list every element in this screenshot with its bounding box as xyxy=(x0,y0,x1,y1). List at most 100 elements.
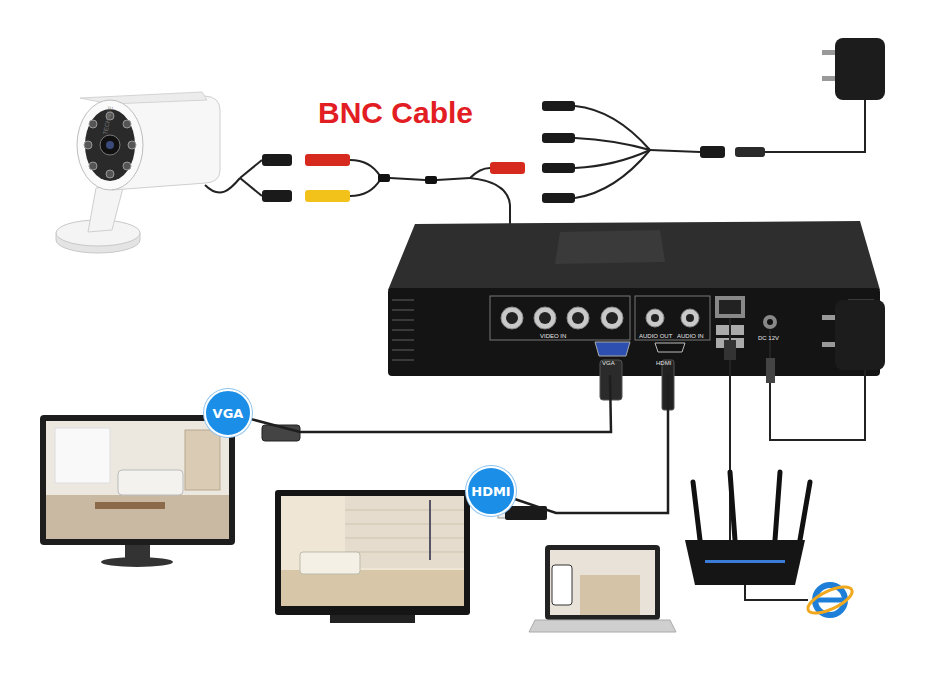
room-shelf xyxy=(185,430,220,490)
internet-cable xyxy=(745,585,808,600)
splitter-lead xyxy=(575,106,650,150)
vga-port xyxy=(595,342,630,356)
audio-panel xyxy=(635,296,710,340)
dc-plug xyxy=(766,358,775,383)
port-label: AUDIO OUT xyxy=(639,333,672,339)
splitter-plug xyxy=(700,146,725,158)
vent xyxy=(392,300,874,360)
laptop-base xyxy=(529,620,676,632)
vent-slot xyxy=(392,359,414,361)
bnc-port xyxy=(601,307,623,329)
vga-plug xyxy=(600,360,622,400)
bnc-port-hole xyxy=(572,312,584,324)
ir-led xyxy=(106,170,114,178)
brand-mark: TECHAGE xyxy=(102,106,114,136)
splitter-female xyxy=(542,193,575,203)
bnc-port-hole xyxy=(506,312,518,324)
rj45-hole xyxy=(719,300,741,314)
splitter-female xyxy=(542,133,575,143)
camera-lead xyxy=(240,178,262,196)
screen-room xyxy=(580,575,640,615)
bnc-female xyxy=(262,154,292,166)
dc-port-hole xyxy=(767,319,773,325)
power-adapter xyxy=(835,38,885,100)
router-lights xyxy=(705,560,785,563)
cable-wire xyxy=(350,160,380,176)
ir-led xyxy=(123,120,131,128)
rca-port xyxy=(646,309,664,327)
bnc-port-hole xyxy=(606,312,618,324)
room-table xyxy=(95,502,165,509)
brick-lines xyxy=(345,510,464,552)
port-label: DC 12V xyxy=(758,335,779,341)
port-label: HDMI xyxy=(656,360,671,366)
port-label: AUDIO IN xyxy=(677,333,704,339)
ir-led xyxy=(84,141,92,149)
wifi-router xyxy=(685,472,810,585)
vent-slot xyxy=(392,299,414,301)
red-female xyxy=(490,162,525,174)
yellow-plug xyxy=(305,190,350,202)
splitter-lead xyxy=(575,138,650,150)
signal-cable xyxy=(251,375,611,432)
bnc-port xyxy=(567,307,589,329)
monitor-neck xyxy=(125,545,150,559)
cable-joint xyxy=(378,174,390,182)
cable-wire xyxy=(437,178,470,180)
monitor-frame xyxy=(40,415,235,545)
ir-led xyxy=(106,112,114,120)
mount-arm xyxy=(88,184,124,232)
hdmi-badge: HDMI xyxy=(466,466,516,516)
browser-icon xyxy=(804,582,855,619)
ir-led xyxy=(89,162,97,170)
badge-text: HDMI xyxy=(471,484,510,499)
vent-slot xyxy=(392,349,414,351)
bullet-camera xyxy=(56,92,220,253)
ir-led xyxy=(123,162,131,170)
antenna xyxy=(800,482,810,540)
plug-prong xyxy=(822,76,836,81)
room-lamp xyxy=(429,500,431,560)
power-adapter xyxy=(835,300,885,370)
adapter-plug xyxy=(735,147,765,157)
vga-badge: VGA xyxy=(204,389,252,437)
red-plug xyxy=(305,154,350,166)
dvr-rear-panel: VIDEO INAUDIO OUTAUDIO INVGAHDMIDC 12V xyxy=(388,285,880,375)
plug-prong xyxy=(822,342,836,347)
lens-glass xyxy=(106,141,114,149)
front-ring xyxy=(77,100,143,190)
cable-wire xyxy=(470,168,490,178)
splitter-lead xyxy=(575,150,650,198)
cable-wire xyxy=(350,180,380,196)
hdmi-plug xyxy=(505,506,547,520)
adapter-wire xyxy=(765,100,865,152)
monitor-base xyxy=(101,557,173,567)
bnc-port xyxy=(501,307,523,329)
antenna xyxy=(775,472,780,540)
antenna xyxy=(730,472,735,540)
vent-slot xyxy=(392,309,414,311)
rca-port-hole xyxy=(686,314,694,322)
vent-slot xyxy=(392,339,414,341)
rca-port xyxy=(681,309,699,327)
hdmi-plug xyxy=(662,360,674,410)
rj45-plug xyxy=(724,340,736,360)
splitter-female xyxy=(542,101,575,111)
cable-wire xyxy=(390,178,425,180)
laptop-screen xyxy=(550,550,655,615)
hdmi-port xyxy=(655,343,685,352)
icon-letter-bar xyxy=(817,598,844,603)
tv-frame xyxy=(275,490,470,615)
signal-cable xyxy=(515,375,668,513)
dvr-top xyxy=(388,221,880,290)
vent-slot xyxy=(392,319,414,321)
cable-title: BNC Cable xyxy=(318,96,473,130)
port-label: VIDEO IN xyxy=(540,333,566,339)
bnc-port xyxy=(534,307,556,329)
